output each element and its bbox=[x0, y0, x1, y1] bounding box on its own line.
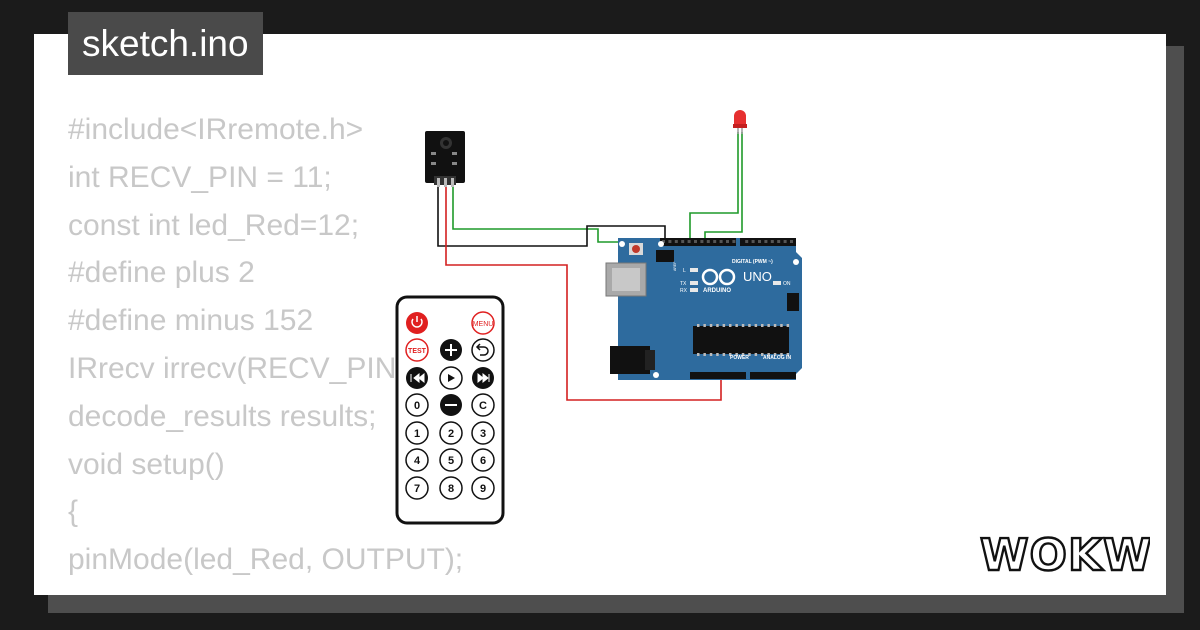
code-line: #include<IRremote.h> bbox=[68, 113, 364, 146]
aref-label: AREF bbox=[673, 262, 677, 271]
rx-label: RX bbox=[680, 288, 688, 294]
code-line: void setup() bbox=[68, 447, 225, 481]
code-preview: #include<IRremote.h> int RECV_PIN = 11; co… bbox=[68, 106, 488, 595]
file-tab-title: sketch.ino bbox=[68, 12, 263, 75]
code-line: #define minus 152 bbox=[68, 304, 314, 338]
wokwi-logo[interactable]: WOKWi bbox=[978, 526, 1150, 580]
digit-button-label: 5 bbox=[448, 455, 454, 467]
c-button-label: C bbox=[479, 400, 487, 412]
on-label: ON bbox=[783, 281, 791, 287]
digit-button[interactable] bbox=[405, 448, 429, 472]
digit-button-label: 1 bbox=[414, 428, 420, 440]
microcontroller-chip bbox=[693, 326, 789, 354]
prev-icon bbox=[410, 372, 425, 384]
digit-button-label: 6 bbox=[480, 455, 486, 467]
power-label: POWER bbox=[730, 355, 749, 361]
digit-button-label: 7 bbox=[414, 483, 420, 495]
button-0-label: 0 bbox=[414, 400, 420, 412]
project-card: #include<IRremote.h> int RECV_PIN = 11; co… bbox=[34, 34, 1166, 595]
test-label: TEST bbox=[408, 348, 427, 355]
digit-button-label: 2 bbox=[448, 428, 454, 440]
digit-button-label: 4 bbox=[414, 455, 421, 467]
arduino-label: ARDUINO bbox=[703, 288, 731, 294]
arduino-logo-icon bbox=[701, 268, 736, 286]
code-line: pinMode(led_Red, OUTPUT); bbox=[68, 543, 464, 577]
analog-label: ANALOG IN bbox=[763, 355, 791, 361]
digit-button[interactable] bbox=[471, 476, 495, 500]
digit-button-label: 3 bbox=[480, 428, 486, 440]
digit-button[interactable] bbox=[405, 476, 429, 500]
digit-buttons: 1 2 3 4 5 6 7 8 9 bbox=[405, 421, 495, 500]
digit-button[interactable] bbox=[439, 448, 463, 472]
power-button[interactable] bbox=[406, 312, 428, 334]
digital-label: DIGITAL (PWM ~) bbox=[732, 259, 773, 265]
digit-button-label: 9 bbox=[480, 483, 486, 495]
power-icon bbox=[411, 318, 423, 328]
code-line: decode_results results; bbox=[68, 399, 377, 433]
uno-label: UNO bbox=[743, 269, 772, 284]
tx-label: TX bbox=[680, 281, 687, 287]
icsp-header bbox=[656, 250, 799, 311]
digit-button[interactable] bbox=[439, 476, 463, 500]
menu-button[interactable] bbox=[471, 311, 495, 335]
arduino-uno[interactable]: UNO ARDUINO DIGITAL (PWM ~) AREF L TX RX… bbox=[605, 238, 802, 380]
code-line: IRrecv irrecv(RECV_PIN); bbox=[68, 351, 415, 385]
wire-red-vcc bbox=[445, 187, 722, 401]
digit-button[interactable] bbox=[405, 421, 429, 445]
ir-receiver[interactable] bbox=[425, 131, 465, 187]
code-line: const int led_Red=12; bbox=[68, 208, 360, 242]
button-0[interactable] bbox=[405, 393, 429, 417]
test-button[interactable] bbox=[405, 338, 429, 362]
red-led[interactable] bbox=[733, 110, 747, 134]
play-icon bbox=[448, 374, 455, 382]
digit-button[interactable] bbox=[439, 421, 463, 445]
back-icon bbox=[478, 346, 489, 356]
ir-remote[interactable]: MENU TEST 0 C 1 2 3 4 5 6 7 8 9 bbox=[395, 295, 505, 525]
wire-green-ir-signal bbox=[452, 187, 688, 243]
wokwi-logo-text: WOKWi bbox=[980, 530, 1150, 580]
wire-black-ir-gnd bbox=[437, 187, 666, 247]
code-line: #define plus 2 bbox=[68, 256, 255, 290]
code-line: { bbox=[68, 495, 79, 529]
wire-green-led-b bbox=[689, 132, 739, 242]
power-jack bbox=[610, 346, 650, 374]
digit-button-label: 8 bbox=[448, 483, 454, 495]
menu-label: MENU bbox=[473, 321, 494, 328]
code-line: int RECV_PIN = 11; bbox=[68, 160, 332, 194]
code-line: Serial.begin(9600); bbox=[68, 584, 488, 595]
next-icon bbox=[477, 372, 490, 384]
digit-button[interactable] bbox=[471, 421, 495, 445]
digit-button[interactable] bbox=[471, 448, 495, 472]
l-label: L bbox=[683, 268, 686, 274]
wire-green-led bbox=[704, 132, 743, 242]
c-button[interactable] bbox=[471, 393, 495, 417]
back-button[interactable] bbox=[471, 338, 495, 362]
